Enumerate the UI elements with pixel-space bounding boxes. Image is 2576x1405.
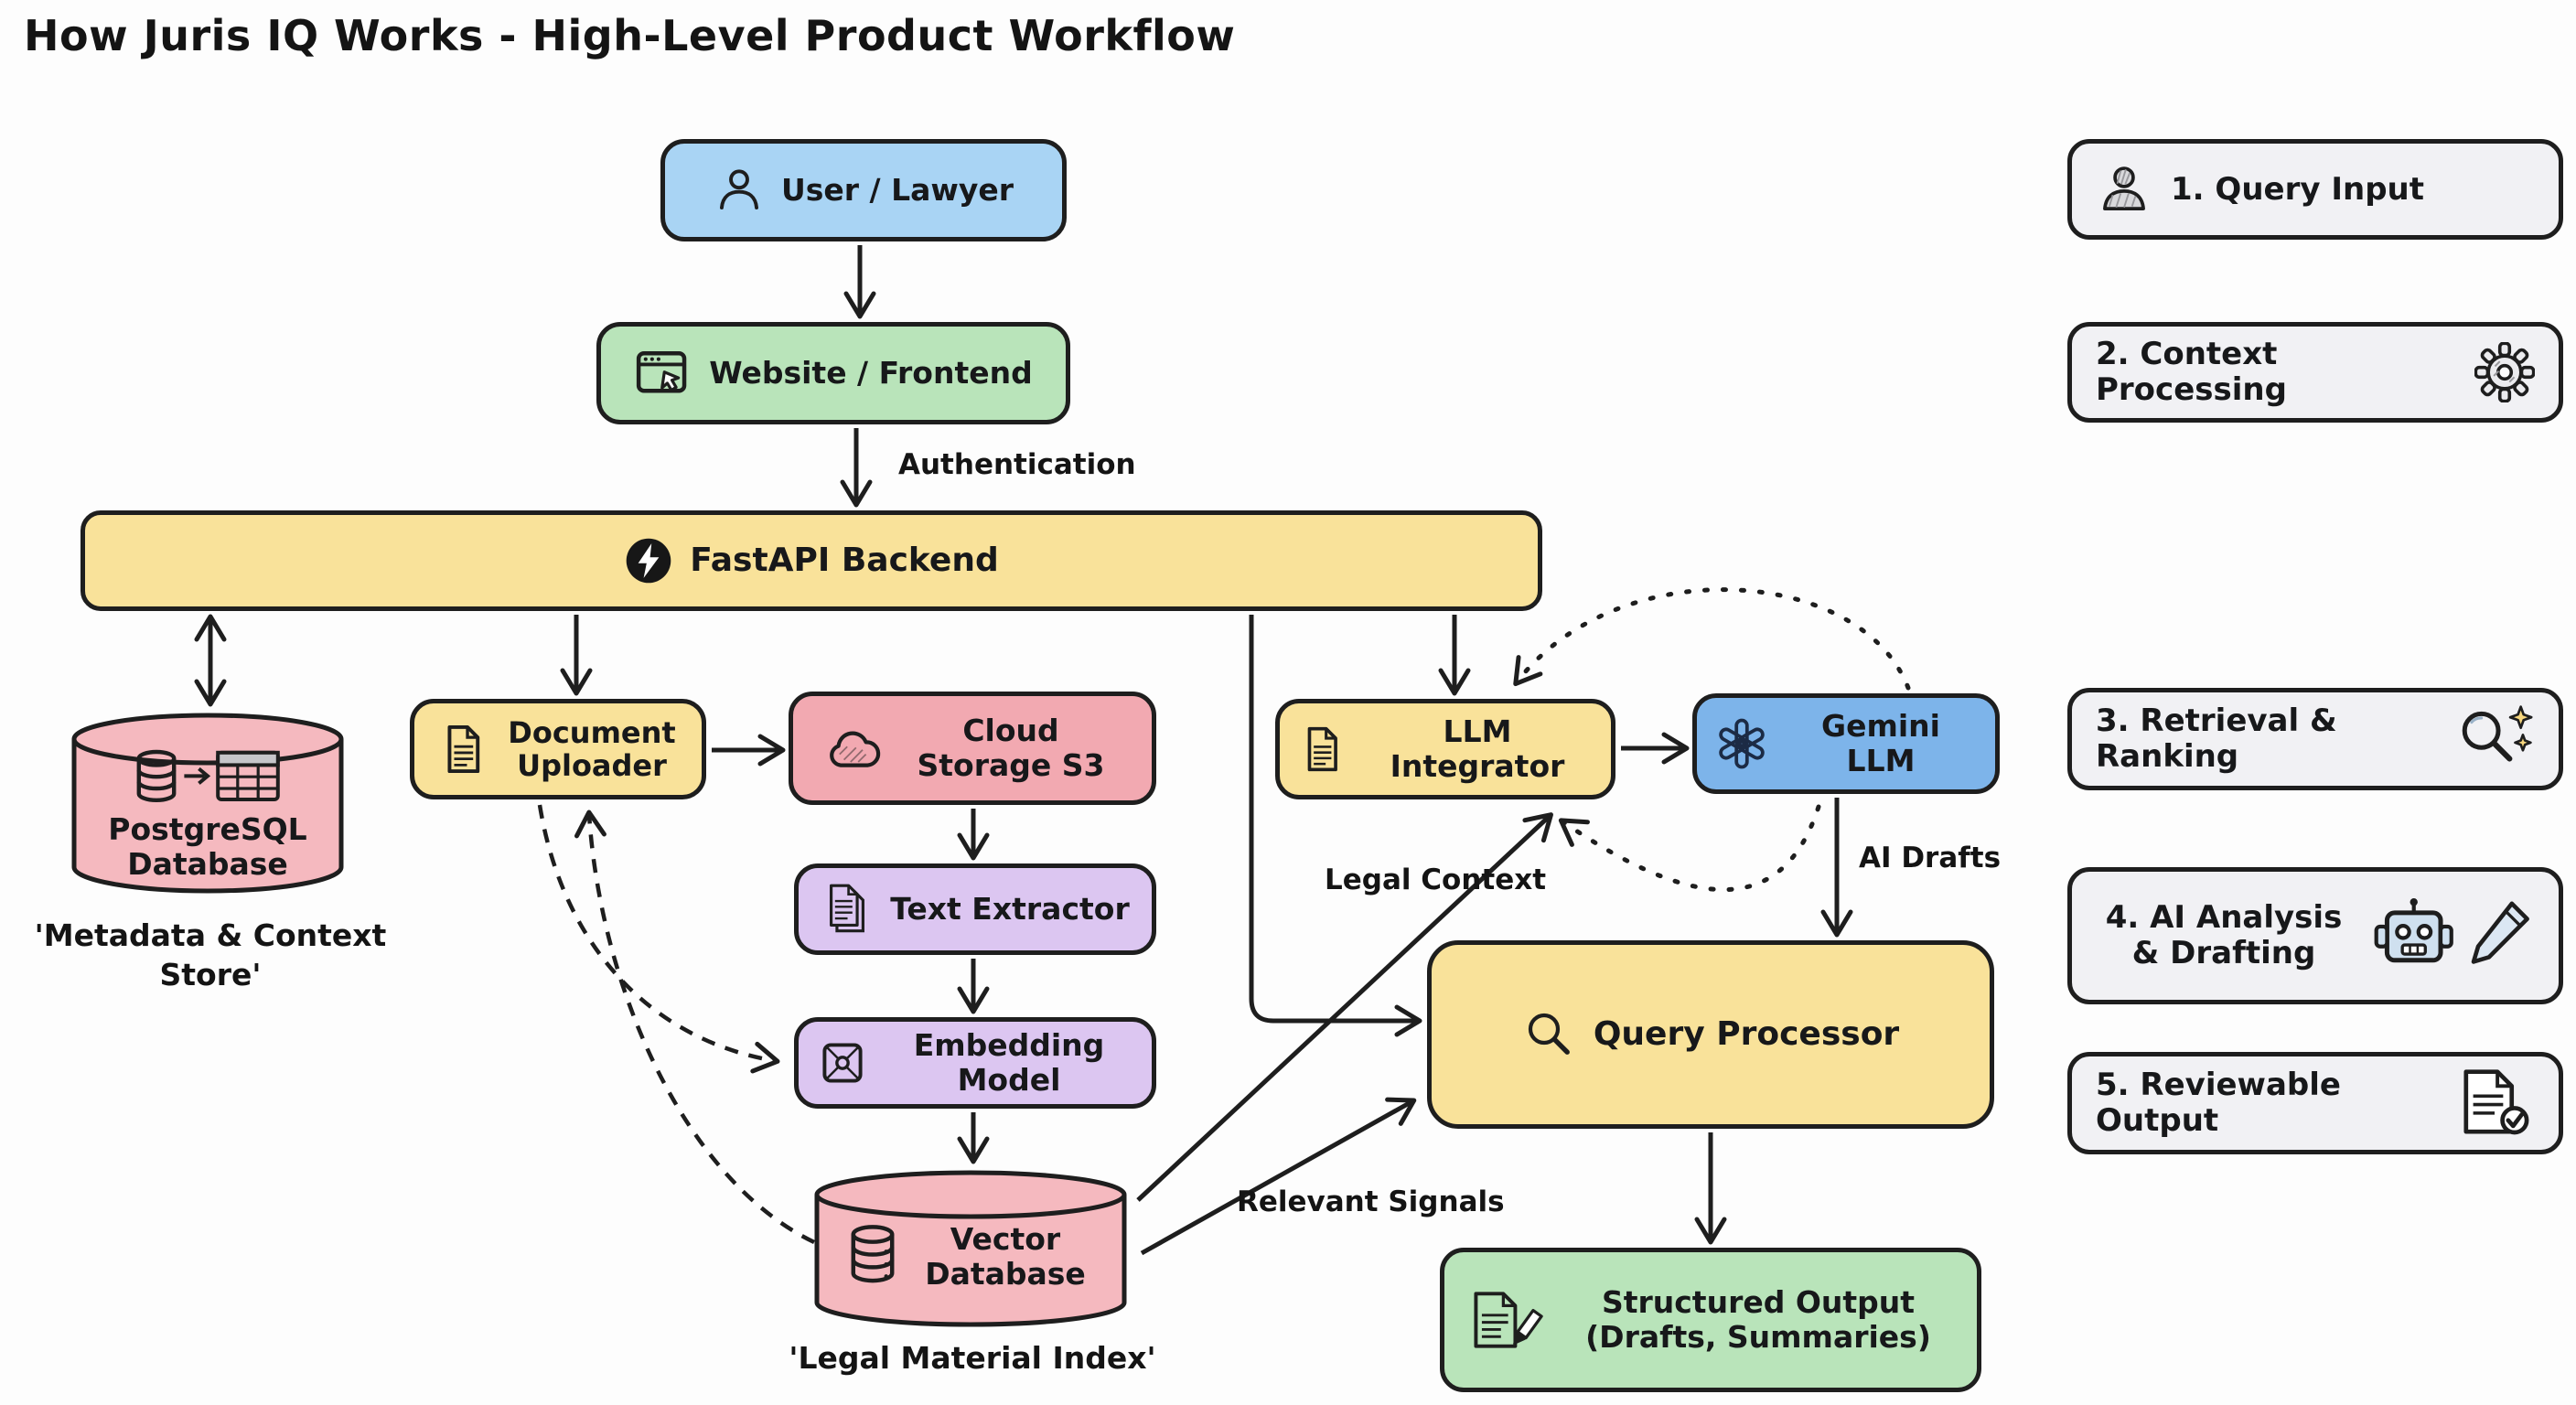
node-label: Cloud Storage S3 xyxy=(917,713,1105,783)
node-structured-output: Structured Output (Drafts, Summaries) xyxy=(1440,1248,1981,1392)
node-text-extractor: Text Extractor xyxy=(794,863,1156,955)
database-to-table-icon xyxy=(136,750,280,803)
person-icon xyxy=(2103,166,2145,210)
legend-item-query-input: 1. Query Input xyxy=(2067,139,2563,240)
person-icon xyxy=(719,169,758,210)
node-gemini-llm: Gemini LLM xyxy=(1692,693,2000,794)
edge-vectordb-to-queryprocessor-relevant-signals xyxy=(1140,1097,1417,1256)
legend-item-ai-analysis-drafting: 4. AI Analysis & Drafting xyxy=(2067,867,2563,1004)
doc-check-icon xyxy=(2463,1069,2529,1135)
document-pages-icon xyxy=(830,884,865,933)
node-query-processor: Query Processor xyxy=(1427,940,1994,1129)
node-label: FastAPI Backend xyxy=(690,542,999,580)
ai-knot-logo-icon xyxy=(1719,718,1765,769)
node-vector-database: Vector Database xyxy=(812,1167,1129,1330)
legend-item-context-processing: 2. Context Processing xyxy=(2067,322,2563,423)
legend-label: 4. AI Analysis & Drafting xyxy=(2105,899,2343,971)
edge-vectordb-to-integrator-legal-context xyxy=(1136,812,1553,1202)
node-user-lawyer: User / Lawyer xyxy=(660,139,1067,241)
browser-cursor-icon xyxy=(637,351,687,393)
gear-icon xyxy=(2474,342,2535,402)
edge-label-ai-drafts: AI Drafts xyxy=(1859,842,2002,874)
legend-label: 3. Retrieval & Ranking xyxy=(2096,702,2337,775)
document-icon xyxy=(1307,726,1337,772)
edge-fastapi-to-queryprocessor xyxy=(1249,615,1422,1037)
magnifier-icon xyxy=(1528,1013,1570,1055)
cloud-icon xyxy=(830,731,881,767)
document-icon xyxy=(447,724,480,774)
node-label: PostgreSQL Database xyxy=(108,811,307,882)
postgres-caption: 'Metadata & Context Store' xyxy=(34,917,387,992)
edge-uploader-to-embedding-dashed xyxy=(537,804,780,1074)
node-embedding-model: Embedding Model xyxy=(794,1017,1156,1109)
legend-label: 5. Reviewable Output xyxy=(2096,1067,2341,1139)
legend-label: 2. Context Processing xyxy=(2096,336,2287,408)
node-label: Vector Database xyxy=(925,1221,1086,1292)
node-label: Embedding Model xyxy=(913,1027,1105,1098)
vector-db-caption: 'Legal Material Index' xyxy=(789,1340,1156,1376)
node-label: LLM Integrator xyxy=(1390,713,1565,784)
node-document-uploader: Document Uploader xyxy=(410,699,706,799)
embedding-box-icon xyxy=(822,1043,863,1083)
database-stack-icon xyxy=(851,1225,895,1283)
legend-label: 1. Query Input xyxy=(2171,170,2424,208)
edge-label-authentication: Authentication xyxy=(898,448,1136,481)
node-cloud-storage-s3: Cloud Storage S3 xyxy=(789,692,1156,805)
node-website-frontend: Website / Frontend xyxy=(596,322,1070,424)
node-label: Gemini LLM xyxy=(1821,708,1940,778)
node-label: Website / Frontend xyxy=(709,355,1033,391)
edge-vectordb-to-uploader-dashed xyxy=(574,810,815,1245)
node-label: Text Extractor xyxy=(890,891,1130,928)
document-pencil-icon xyxy=(1474,1292,1543,1348)
cylinder-shape xyxy=(814,1170,1127,1327)
node-llm-integrator: LLM Integrator xyxy=(1275,699,1615,799)
legend-item-reviewable-output: 5. Reviewable Output xyxy=(2067,1052,2563,1154)
legend-item-retrieval-ranking: 3. Retrieval & Ranking xyxy=(2067,688,2563,790)
node-label: Query Processor xyxy=(1593,1015,1900,1054)
node-label: User / Lawyer xyxy=(780,172,1014,209)
robot-pen-icon xyxy=(2374,897,2529,964)
edge-gemini-to-integrator-dotted-bottom xyxy=(1558,804,1821,892)
node-label: Structured Output (Drafts, Summaries) xyxy=(1585,1284,1931,1355)
lightning-icon xyxy=(626,538,671,584)
node-fastapi-backend: FastAPI Backend xyxy=(80,510,1542,611)
node-postgresql-database: PostgreSQL Database xyxy=(70,710,346,896)
node-label: Document Uploader xyxy=(508,714,676,783)
search-stars-icon xyxy=(2462,705,2533,762)
edge-gemini-to-integrator-dotted-top xyxy=(1513,587,1911,691)
edge-label-legal-context: Legal Context xyxy=(1325,863,1547,896)
edge-label-relevant-signals: Relevant Signals xyxy=(1237,1185,1505,1218)
page-title: How Juris IQ Works - High-Level Product … xyxy=(24,11,1236,60)
